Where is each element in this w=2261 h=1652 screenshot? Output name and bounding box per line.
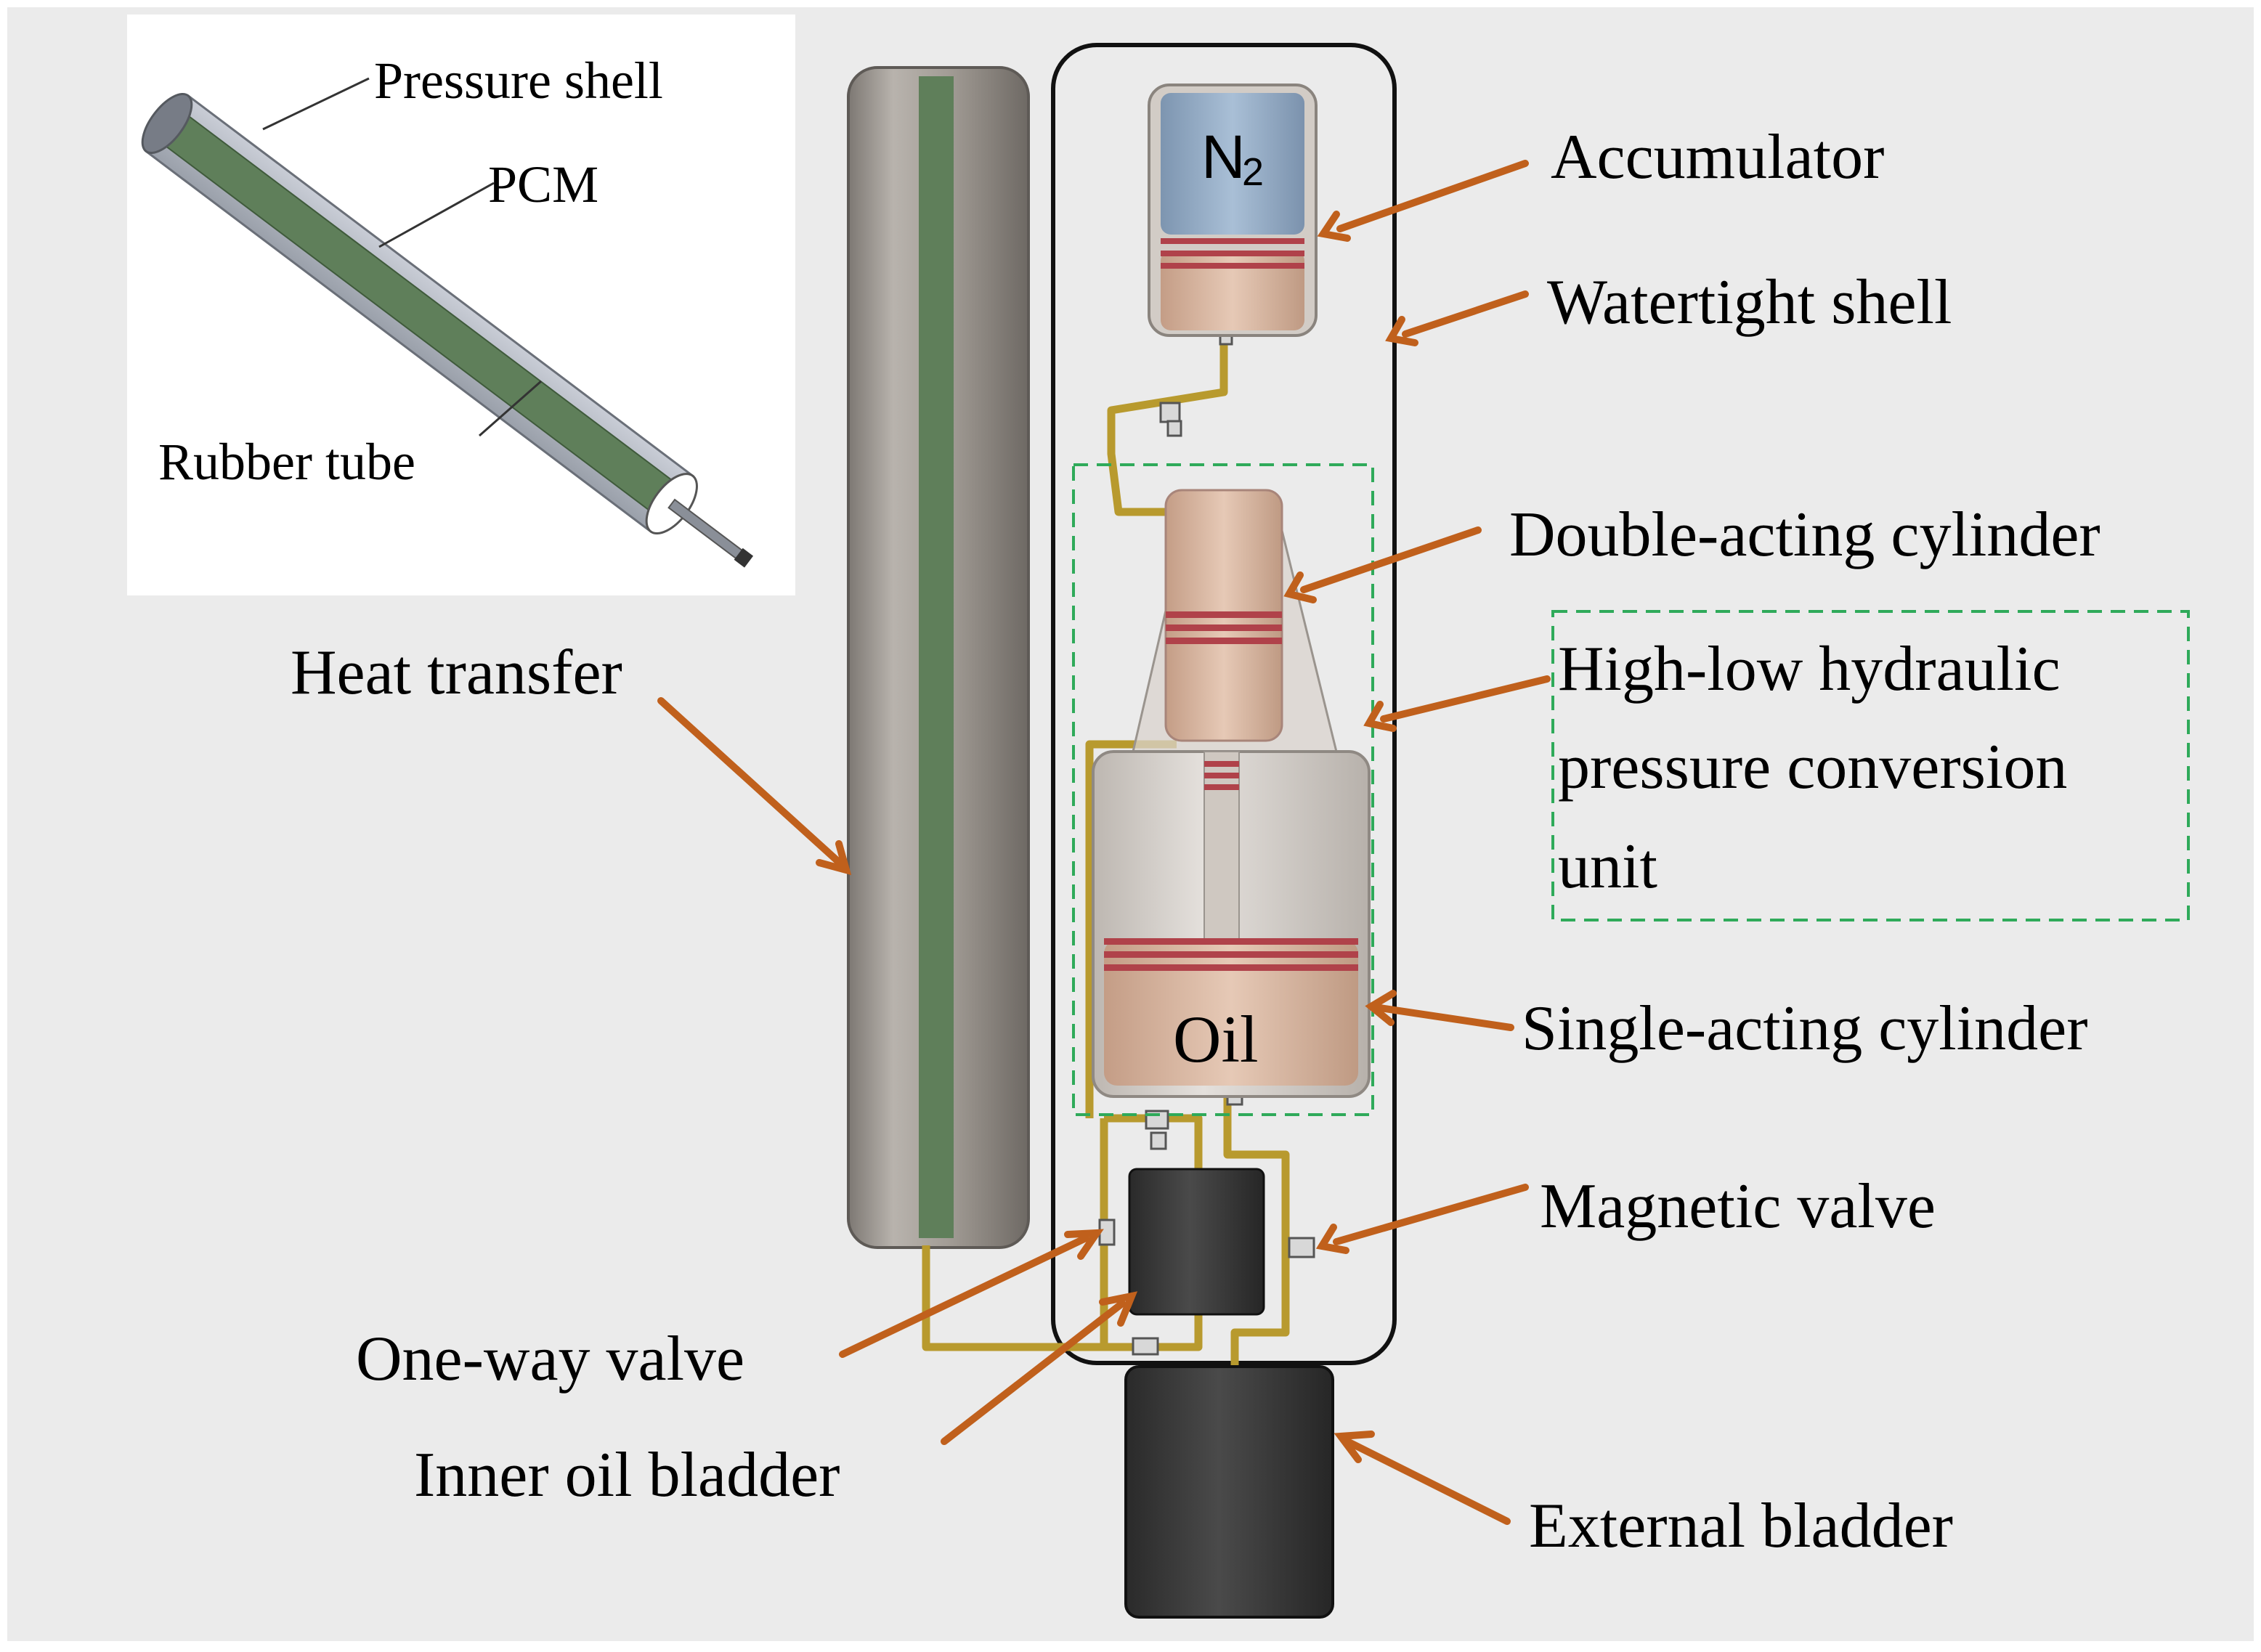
one-way-valve-label: One-way valve (356, 1324, 744, 1394)
accumulator: N 2 (1148, 84, 1318, 337)
watertight-shell (1051, 43, 1397, 1365)
accumulator-label: Accumulator (1551, 122, 1884, 192)
n2-subscript: 2 (1242, 150, 1264, 194)
inset-tube (141, 92, 754, 568)
heat-transfer-label: Heat transfer (291, 638, 622, 708)
hydraulic-unit-label-line2: pressure conversion (1558, 732, 2067, 802)
inner-oil-bladder-label: Inner oil bladder (414, 1440, 840, 1510)
magnetic-valve-label: Magnetic valve (1540, 1171, 1936, 1242)
oil-label: Oil (1173, 1002, 1259, 1076)
inner-oil-bladder (1128, 1168, 1265, 1316)
n2-label: N (1201, 123, 1246, 191)
rubber-tube-leader (479, 380, 542, 437)
pcm-leader (378, 182, 495, 248)
pressure-shell-leader (262, 77, 370, 131)
double-acting-cylinder-label: Double-acting cylinder (1509, 500, 2100, 570)
pcm-label: PCM (488, 155, 598, 213)
arrow-icon (657, 160, 1551, 1525)
pressure-shell-label: Pressure shell (374, 52, 663, 110)
heat-transfer-tube (847, 66, 1030, 1249)
pcm-tube-inset: Pressure shell PCM Rubber tube (127, 15, 795, 595)
hydraulic-unit-label-line1: High-low hydraulic (1558, 634, 2061, 704)
single-acting-cylinder-label: Single-acting cylinder (1522, 993, 2088, 1064)
rubber-tube-label: Rubber tube (158, 433, 415, 491)
external-bladder-label: External bladder (1529, 1491, 1953, 1561)
single-acting-cylinder: Oil (1092, 750, 1371, 1098)
hydraulic-unit-label-line3: unit (1558, 831, 1657, 902)
hydraulic-unit-boundary (1072, 463, 1374, 1116)
hydraulic-unit-label-box (1551, 610, 2190, 921)
external-bladder (1124, 1365, 1334, 1619)
watertight-shell-label: Watertight shell (1547, 267, 1952, 338)
